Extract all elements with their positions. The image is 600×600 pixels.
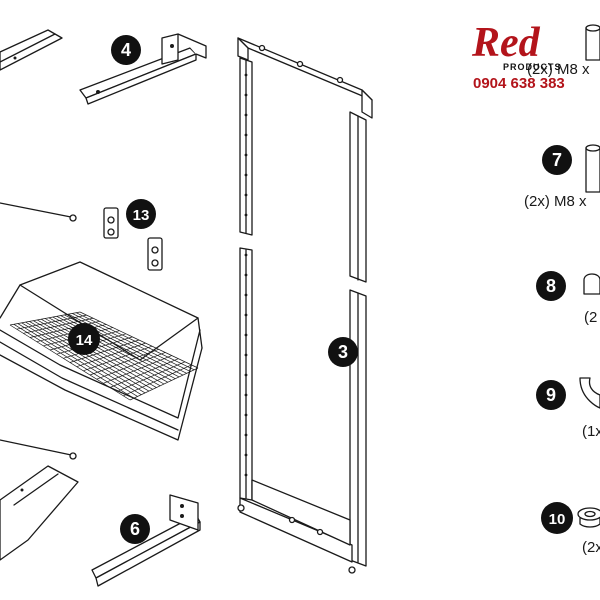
wire-rod-lower <box>0 439 77 457</box>
callout-circle <box>126 199 156 229</box>
callout-circle <box>536 271 566 301</box>
callout-circle <box>120 514 150 544</box>
callout-13: 13 <box>126 199 156 229</box>
hardware-part-7 <box>585 144 600 193</box>
brand-sub: PRODUCTS <box>503 62 562 72</box>
callout-number: 14 <box>76 332 93 349</box>
top-left-rail <box>0 29 63 71</box>
callout-7: 7 <box>542 145 572 175</box>
bottom-left-rail <box>0 465 79 561</box>
bracket-rail-part-4 <box>79 33 207 105</box>
callout-14: 14 <box>68 323 100 355</box>
hardware-part-10 <box>577 507 600 528</box>
callout-9: 9 <box>536 380 566 410</box>
bracket-part-6 <box>91 494 201 587</box>
qty-label-part-9: (1x <box>582 423 600 440</box>
qty-label-top: (2x) M8 x <box>527 61 590 78</box>
brand-name: Red <box>471 20 541 66</box>
callout-circle <box>111 35 141 65</box>
clips-part-13 <box>103 207 163 271</box>
callout-number: 3 <box>338 342 348 362</box>
callout-number: 6 <box>130 519 140 539</box>
qty-label-part-7: (2x) M8 x <box>524 193 587 210</box>
qty-label-part-10: (2x <box>582 539 600 556</box>
callout-circle <box>542 145 572 175</box>
callout-3: 3 <box>328 337 358 367</box>
callout-4: 4 <box>111 35 141 65</box>
callout-circle <box>68 323 100 355</box>
callout-circle <box>536 380 566 410</box>
wire-basket-part-14 <box>0 261 203 441</box>
callout-10: 10 <box>541 502 573 534</box>
callout-number: 7 <box>552 150 562 170</box>
brand-watermark: Red PRODUCTS 0904 638 383 <box>471 20 565 92</box>
brand-phone: 0904 638 383 <box>473 75 565 92</box>
hardware-top <box>585 24 600 61</box>
callout-number: 9 <box>546 385 556 405</box>
callout-number: 13 <box>133 207 150 224</box>
callout-circle <box>541 502 573 534</box>
callout-number: 4 <box>121 40 131 60</box>
hardware-part-9 <box>579 377 600 409</box>
callout-circle <box>328 337 358 367</box>
callout-number: 10 <box>549 511 566 528</box>
hardware-part-8 <box>583 273 600 295</box>
callout-8: 8 <box>536 271 566 301</box>
wire-rod-upper <box>0 202 77 219</box>
callout-6: 6 <box>120 514 150 544</box>
tall-frame-part-3 <box>237 37 373 574</box>
qty-label-part-8: (2 <box>584 309 597 326</box>
callout-number: 8 <box>546 276 556 296</box>
